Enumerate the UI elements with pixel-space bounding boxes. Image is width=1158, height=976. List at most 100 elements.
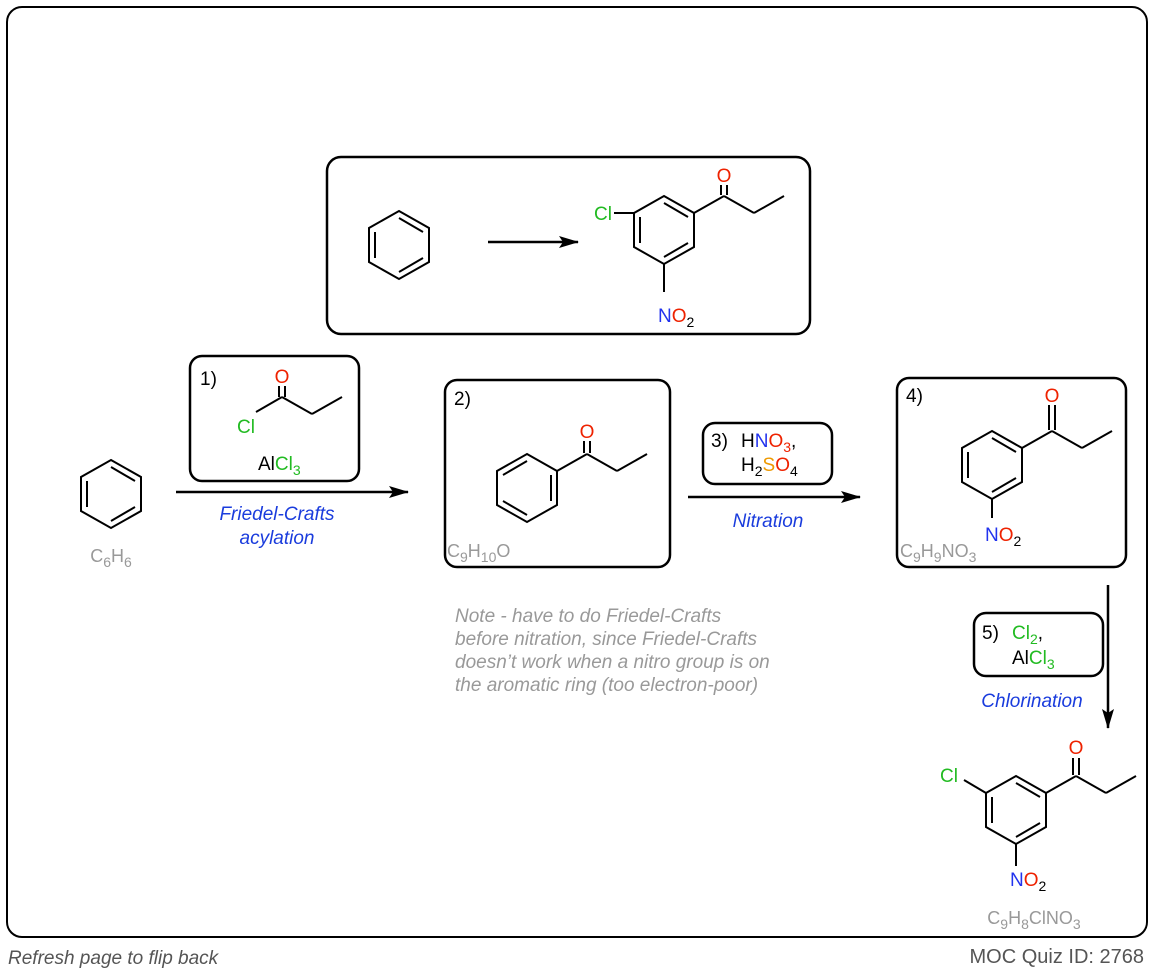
step2-formula-part-2: H (468, 541, 481, 561)
step4-o2-label: O (999, 525, 1014, 546)
product-o2-label: O (1024, 870, 1039, 891)
start-formula: C6H6 (90, 546, 132, 570)
step3-h2so4-part-0: H (741, 455, 755, 476)
step3-reagent-hno3: HNO3, (741, 431, 796, 455)
propanoyl-chloride-structure (255, 386, 343, 415)
step1-cl3-label: Cl (275, 454, 293, 475)
step1-cl3-subscript: 3 (293, 462, 301, 478)
step1-al-label: Al (258, 454, 275, 475)
step4-formula-part-5: 3 (969, 549, 977, 565)
explanatory-note: Note - have to do Friedel-Crafts before … (455, 606, 770, 696)
step2-formula-part-3: 10 (481, 549, 497, 565)
step4-formula-part-4: NO (942, 541, 969, 561)
step5-alcl3-part-1: Cl (1029, 648, 1047, 669)
step1-reaction-label-line1: Friedel-Crafts (219, 504, 335, 525)
step5-reagent-alcl3: AlCl3 (1012, 648, 1055, 672)
product-formula: C9H8ClNO3 (987, 908, 1081, 932)
step5-reaction-label: Chlorination (981, 691, 1082, 712)
product-formula-part-4: ClNO (1029, 908, 1073, 928)
step4-intermediate-box: 4) O NO2 C9H9NO3 (895, 376, 1128, 569)
step5-cl2-part-2: , (1038, 623, 1043, 644)
step5-cl2-part-1: 2 (1030, 631, 1038, 647)
target-o2-subscript: 2 (687, 314, 695, 330)
step3-h2so4-part-3: O (775, 455, 790, 476)
step3-hno3-part-3: 3 (783, 439, 791, 455)
step5-reagent-box: 5) Cl2, AlCl3 (972, 611, 1105, 678)
step4-formula-part-2: H (921, 541, 934, 561)
step3-reaction-label: Nitration (733, 511, 804, 532)
step2-o-label: O (580, 422, 595, 443)
step3-h2so4-part-2: S (763, 455, 776, 476)
step2-intermediate-box: 2) O C9H10O (443, 378, 672, 569)
step2-number: 2) (454, 389, 471, 410)
product-formula-part-2: H (1008, 908, 1021, 928)
target-n-label: N (658, 306, 672, 327)
target-benzene-structure (368, 209, 430, 281)
step3-h2so4-part-1: 2 (755, 463, 763, 479)
step2-formula: C9H10O (447, 541, 510, 565)
step3-hno3-part-4: , (791, 431, 796, 452)
start-benzene-structure (80, 458, 142, 530)
step1-reagent-box: 1) O Cl AlCl3 (188, 354, 361, 483)
propiophenone-structure (496, 441, 648, 524)
start-formula-part-1: 6 (103, 554, 111, 570)
step1-lewis-acid: AlCl3 (258, 454, 301, 478)
note-line-2: before nitration, since Friedel-Crafts (455, 629, 758, 650)
step5-alcl3-part-0: Al (1012, 648, 1029, 669)
product-formula-part-1: 9 (1000, 916, 1008, 932)
step4-nitro-label: NO2 (985, 525, 1022, 549)
product-cl-label: Cl (940, 766, 958, 787)
step3-h2so4-part-4: 4 (790, 463, 798, 479)
step4-o2-subscript: 2 (1014, 533, 1022, 549)
note-line-3: doesn’t work when a nitro group is on (455, 652, 770, 673)
product-n-label: N (1010, 870, 1024, 891)
step3-number: 3) (711, 431, 728, 452)
product-formula-part-5: 3 (1073, 916, 1081, 932)
step3-reagent-box: 3) HNO3, H2SO4 (701, 421, 834, 486)
target-cl-label: Cl (594, 204, 612, 225)
product-nitro-label: NO2 (1010, 870, 1047, 894)
start-formula-part-0: C (90, 546, 103, 566)
step3-hno3-part-1: N (755, 431, 769, 452)
step2-formula-part-0: C (447, 541, 460, 561)
step4-n-label: N (985, 525, 999, 546)
final-product-structure (963, 758, 1137, 866)
step3-hno3-part-0: H (741, 431, 755, 452)
step3-reagent-h2so4: H2SO4 (741, 455, 798, 479)
nitropropiophenone-structure (961, 405, 1113, 518)
step5-cl2-part-0: Cl (1012, 623, 1030, 644)
target-nitro-label: NO2 (658, 306, 695, 330)
step1-reaction-label-line2: acylation (240, 528, 315, 549)
target-molecule-structure (614, 185, 785, 292)
note-line-1: Note - have to do Friedel-Crafts (455, 606, 722, 627)
quiz-id: MOC Quiz ID: 2768 (969, 946, 1144, 968)
step4-formula-part-0: C (900, 541, 913, 561)
quiz-card[interactable] (6, 6, 1148, 938)
step4-formula: C9H9NO3 (900, 541, 977, 565)
step4-formula-part-3: 9 (934, 549, 942, 565)
step4-number: 4) (906, 386, 923, 407)
step2-formula-part-1: 9 (460, 549, 468, 565)
flip-back-hint: Refresh page to flip back (8, 948, 219, 969)
step5-number: 5) (982, 623, 999, 644)
target-o-label: O (717, 166, 732, 187)
step1-o-label: O (275, 367, 290, 388)
step3-hno3-part-2: O (768, 431, 783, 452)
target-question-box: Cl O NO2 (325, 155, 812, 336)
start-formula-part-3: 6 (124, 554, 132, 570)
step4-o-label: O (1045, 386, 1060, 407)
step1-cl-label: Cl (237, 417, 255, 438)
step1-number: 1) (200, 369, 217, 390)
start-formula-part-2: H (111, 546, 124, 566)
step4-formula-part-1: 9 (913, 549, 921, 565)
product-formula-part-0: C (987, 908, 1000, 928)
step2-formula-part-4: O (496, 541, 510, 561)
step5-alcl3-part-2: 3 (1047, 656, 1055, 672)
product-o-label: O (1069, 738, 1084, 759)
note-line-4: the aromatic ring (too electron-poor) (455, 675, 758, 696)
product-o2-subscript: 2 (1039, 878, 1047, 894)
product-formula-part-3: 8 (1021, 916, 1029, 932)
step5-reagent-cl2: Cl2, (1012, 623, 1043, 647)
target-o2-label: O (672, 306, 687, 327)
